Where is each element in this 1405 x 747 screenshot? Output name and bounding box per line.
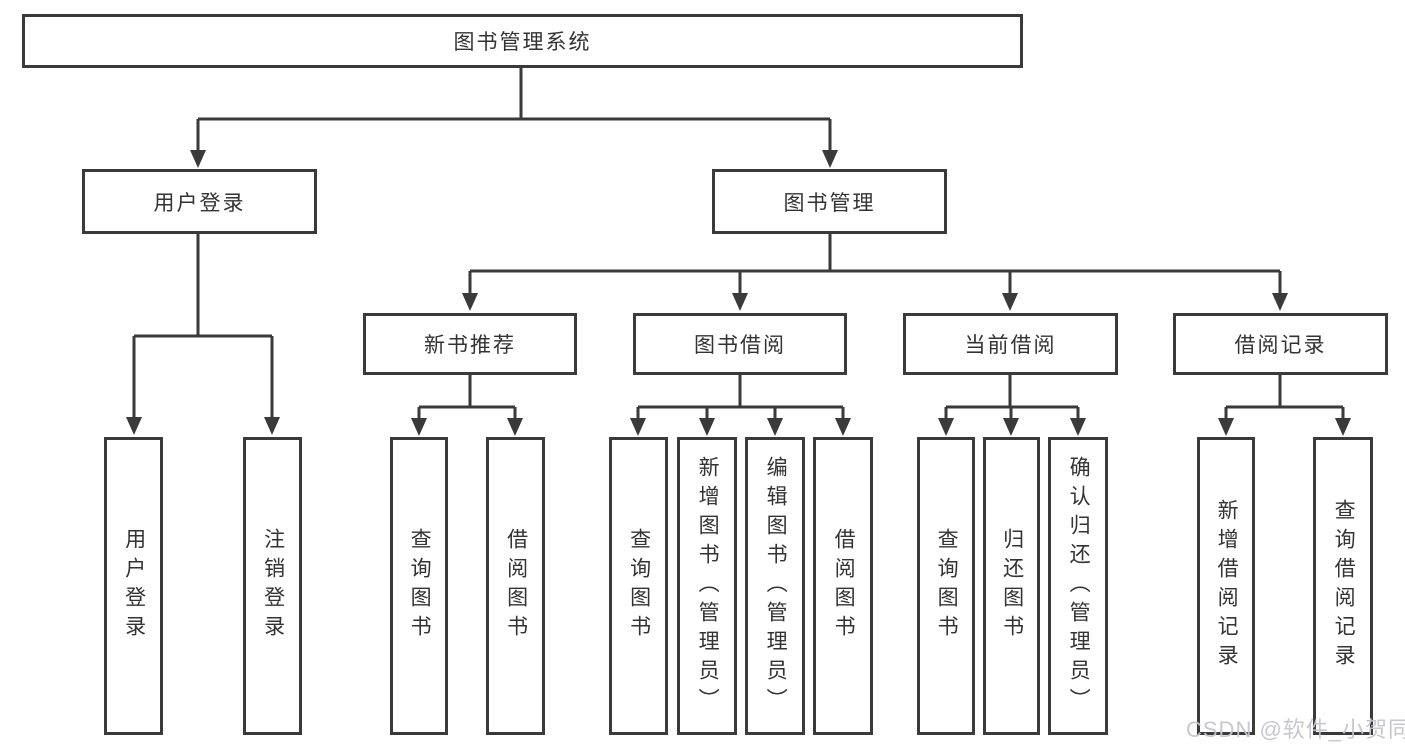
leaf-label: 注销登录 — [261, 528, 285, 644]
leaf-label: 归还图书 — [1000, 528, 1024, 644]
leaf-add-books-admin: 新增图书（管理员） — [677, 437, 737, 735]
arrowhead — [630, 418, 646, 436]
leaf-edit-books-admin: 编辑图书（管理员） — [745, 437, 805, 735]
arrowhead — [822, 150, 838, 168]
arrowhead — [1003, 418, 1019, 436]
arrowhead — [126, 417, 142, 435]
node-new-book-recommend: 新书推荐 — [363, 313, 577, 375]
leaf-borrow-books-borrowing: 借阅图书 — [813, 437, 873, 735]
arrowhead — [938, 418, 954, 436]
arrowhead — [411, 418, 427, 436]
arrowhead — [1070, 418, 1086, 436]
leaf-label: 查询图书 — [627, 528, 651, 644]
node-book-management: 图书管理 — [712, 169, 947, 234]
leaf-label: 编辑图书（管理员） — [764, 455, 788, 717]
leaf-query-books-borrowing: 查询图书 — [609, 437, 668, 735]
arrowhead — [767, 418, 783, 436]
arrowhead — [1272, 293, 1288, 311]
leaf-user-login: 用户登录 — [104, 437, 163, 735]
leaf-label: 新增借阅记录 — [1215, 499, 1239, 673]
arrowhead — [732, 293, 748, 311]
csdn-watermark: CSDN @软件_小贺同学 — [1186, 717, 1405, 742]
arrowhead — [1335, 418, 1351, 436]
leaf-query-borrow-record: 查询借阅记录 — [1313, 437, 1373, 735]
node-root: 图书管理系统 — [22, 14, 1023, 68]
node-current-borrowing: 当前借阅 — [903, 313, 1118, 375]
arrowhead — [190, 150, 206, 168]
leaf-label: 确认归还（管理员） — [1067, 455, 1091, 717]
leaf-return-books: 归还图书 — [983, 437, 1040, 735]
leaf-label: 借阅图书 — [504, 528, 528, 644]
arrowhead — [699, 418, 715, 436]
leaf-label: 借阅图书 — [832, 528, 856, 644]
leaf-logout-login: 注销登录 — [243, 437, 302, 735]
leaf-label: 查询借阅记录 — [1332, 499, 1356, 673]
arrowhead — [1002, 293, 1018, 311]
arrowheads — [126, 150, 1351, 436]
leaf-query-books-current: 查询图书 — [917, 437, 975, 735]
leaf-confirm-return-admin: 确认归还（管理员） — [1048, 437, 1108, 735]
leaf-query-books-recommend: 查询图书 — [390, 437, 448, 735]
leaf-add-borrow-record: 新增借阅记录 — [1197, 437, 1255, 735]
arrowhead — [264, 417, 280, 435]
leaf-borrow-books-recommend: 借阅图书 — [486, 437, 545, 735]
node-user-login: 用户登录 — [82, 169, 317, 234]
arrowhead — [835, 418, 851, 436]
tree-connector-path — [132, 66, 1345, 420]
arrowhead — [1218, 418, 1234, 436]
leaf-label: 用户登录 — [122, 528, 146, 644]
arrowhead — [507, 418, 523, 436]
node-book-borrowing: 图书借阅 — [633, 313, 847, 375]
leaf-label: 新增图书（管理员） — [696, 455, 720, 717]
leaf-label: 查询图书 — [935, 528, 959, 644]
node-borrowing-records: 借阅记录 — [1173, 313, 1388, 375]
leaf-label: 查询图书 — [408, 528, 432, 644]
arrowhead — [462, 293, 478, 311]
